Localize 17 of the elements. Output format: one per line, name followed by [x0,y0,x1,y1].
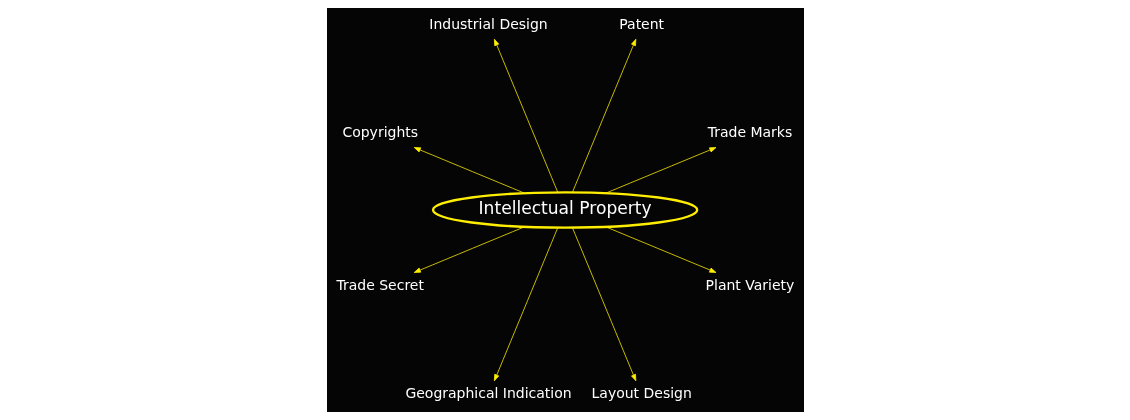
node-ellipse: Intellectual Property [431,191,698,229]
node-text: Geographical Indication [404,385,572,402]
arrow [571,38,636,193]
node-text: Trade Secret [336,277,424,293]
arrow [571,227,636,382]
node-text: Copyrights [341,123,418,140]
node-text: Plant Variety [705,277,794,293]
node-text: Layout Design [591,385,692,402]
arrow [413,226,525,273]
arrow [493,38,558,193]
arrow [493,227,558,382]
arrow [604,226,716,273]
arrow [413,147,525,194]
node-text: Patent [618,15,664,32]
node-text: Industrial Design [428,15,548,32]
node-text: Trade Marks [707,123,792,140]
arrow [604,147,716,194]
